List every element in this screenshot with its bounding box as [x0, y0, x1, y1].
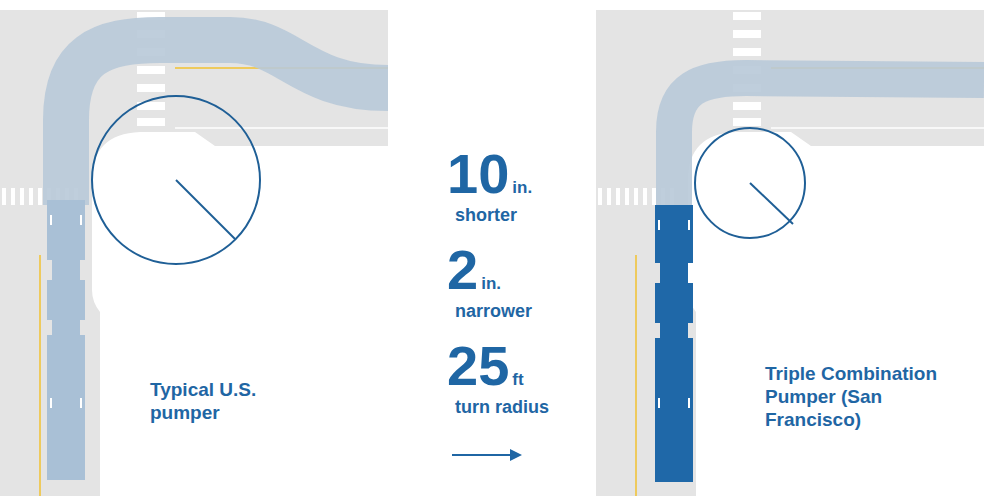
turn-circle — [92, 96, 260, 264]
stat-unit: in. — [481, 275, 501, 292]
vehicle-name: Typical U.S. pumper — [150, 378, 290, 424]
stat-unit: ft — [512, 371, 523, 388]
turn-circle — [695, 128, 805, 238]
vehicle-name: Triple Combination Pumper (San Francisco… — [765, 362, 965, 431]
street-right — [596, 10, 984, 496]
stat-caption: shorter — [455, 206, 517, 226]
arrow-head — [510, 449, 522, 461]
street-left — [0, 10, 388, 496]
stat-caption: turn radius — [455, 398, 549, 418]
pumper-truck — [655, 205, 693, 482]
stat-caption: narrower — [455, 302, 532, 322]
stat-number: 10 — [447, 146, 509, 202]
radius-line — [750, 183, 793, 224]
pumper-truck — [47, 200, 85, 480]
stat-number: 25 — [447, 338, 509, 394]
stat-unit: in. — [512, 179, 532, 196]
direction-arrow — [452, 454, 512, 456]
radius-line — [176, 180, 235, 239]
turn-swath — [674, 78, 984, 208]
stat-number: 2 — [447, 242, 478, 298]
